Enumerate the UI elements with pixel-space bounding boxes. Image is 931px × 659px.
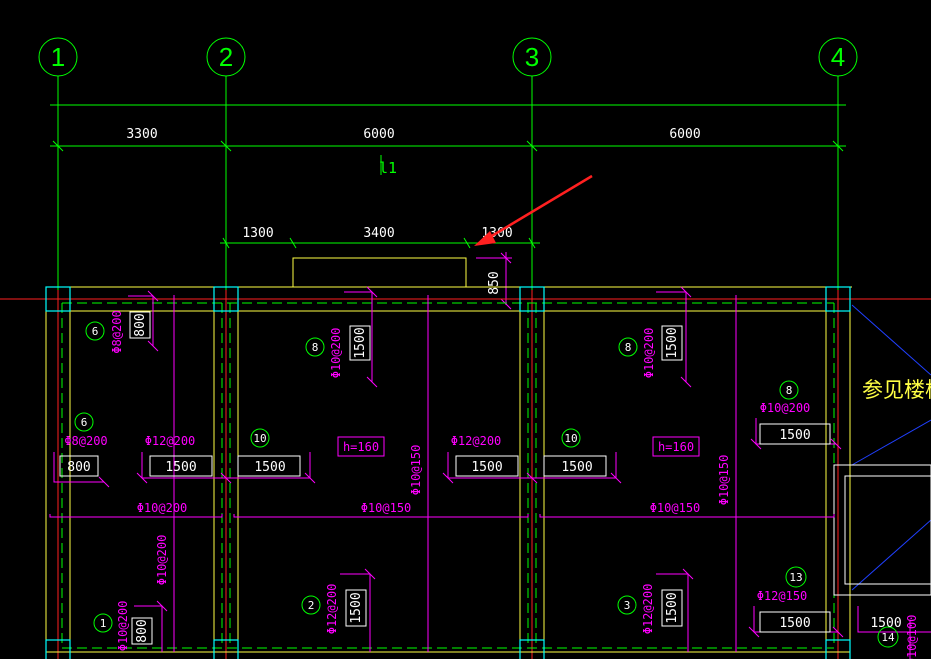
rebar-number-circles xyxy=(74,321,899,648)
length-text-boxes xyxy=(59,311,831,645)
rebar-label-b-mid: Φ10@150 xyxy=(361,501,412,515)
axis-bubble-4 xyxy=(818,37,858,77)
rebar-label-b-left: Φ10@200 xyxy=(137,501,188,515)
len-r10a: 1500 xyxy=(254,460,285,475)
rebar-num-8b: 8 xyxy=(625,341,632,354)
stair-note: 参见楼梯 xyxy=(862,378,931,402)
rebar-num-3: 3 xyxy=(624,599,631,612)
len-r6: 800 xyxy=(133,313,148,336)
dim-6000-b: 6000 xyxy=(669,127,700,142)
column-a4 xyxy=(825,286,851,312)
rebar-label-h1: h=160 xyxy=(343,440,379,454)
rebar-num-1: 1 xyxy=(100,617,107,630)
rebar-label-b-right: Φ10@150 xyxy=(650,501,701,515)
column-b1 xyxy=(45,639,71,659)
opening-height-text: 850 xyxy=(487,271,502,294)
rebar-num-14: 14 xyxy=(881,631,895,644)
opening-dim-1300-a: 1300 xyxy=(242,226,273,241)
rebar-label-r8b: Φ10@200 xyxy=(642,328,656,379)
len-r12a: 1500 xyxy=(165,460,196,475)
opening-height-dim xyxy=(476,252,512,310)
axis-label-2: 2 xyxy=(219,42,233,72)
rebar-label-v200-left: Φ10@200 xyxy=(155,535,169,586)
stair-box xyxy=(833,464,931,596)
axis-bubble-1 xyxy=(38,37,78,77)
rebar-label-r12a: Φ12@200 xyxy=(145,434,196,448)
column-a3 xyxy=(519,286,545,312)
len-r3: 1500 xyxy=(665,592,680,623)
rebar-ticks xyxy=(98,286,844,638)
rebar-label-h2: h=160 xyxy=(658,440,694,454)
rebar-label-r13: Φ12@150 xyxy=(757,589,808,603)
len-r8a: 1500 xyxy=(353,327,368,358)
axis-label-3: 3 xyxy=(525,42,539,72)
rebar-num-10a: 10 xyxy=(253,432,266,445)
rebar-label-r6b: Φ8@200 xyxy=(64,434,107,448)
len-r12b: 1500 xyxy=(471,460,502,475)
len-r1: 800 xyxy=(135,619,150,642)
rebar-label-r2: Φ12@200 xyxy=(325,584,339,635)
rebar-num-8a: 8 xyxy=(312,341,319,354)
column-b3 xyxy=(519,639,545,659)
len-r8c: 1500 xyxy=(779,428,810,443)
rebar-num-6a: 6 xyxy=(92,325,99,338)
rebar-label-r1: Φ10@200 xyxy=(116,601,130,652)
axis-grid xyxy=(38,37,858,290)
top-dimensions xyxy=(50,104,846,175)
opening-dim-3400: 3400 xyxy=(363,226,394,241)
rebar-num-2: 2 xyxy=(308,599,315,612)
axis-label-4: 4 xyxy=(831,42,845,72)
rebar-label-r8c: Φ10@200 xyxy=(760,401,811,415)
rebar-num-10b: 10 xyxy=(564,432,577,445)
columns xyxy=(45,286,851,659)
len-r8b: 1500 xyxy=(665,327,680,358)
len-r10b: 1500 xyxy=(561,460,592,475)
rebar-num-8c: 8 xyxy=(786,384,793,397)
rebar-label-r14: Φ10@100 xyxy=(905,615,919,659)
wall-lines xyxy=(0,290,931,659)
rebar-num-6b: 6 xyxy=(81,416,88,429)
opening-outline xyxy=(292,257,467,287)
axis-label-1: 1 xyxy=(51,42,65,72)
dim-3300: 3300 xyxy=(126,127,157,142)
len-r2: 1500 xyxy=(349,592,364,623)
pointer-arrow xyxy=(474,174,593,246)
axis-bubble-2 xyxy=(206,37,246,77)
rebar-label-r8a: Φ10@200 xyxy=(329,328,343,379)
column-b4 xyxy=(825,639,851,659)
rebar-num-13: 13 xyxy=(789,571,802,584)
rebar-label-v150b: Φ10@150 xyxy=(717,455,731,506)
stair-area xyxy=(851,304,931,591)
column-a2 xyxy=(213,286,239,312)
rebar-label-v150a: Φ10@150 xyxy=(409,445,423,496)
rebar-label-r6: Φ8@200 xyxy=(110,310,124,353)
dim-6000-a: 6000 xyxy=(363,127,394,142)
axis-bubble-3 xyxy=(512,37,552,77)
column-b2 xyxy=(213,639,239,659)
rebar-label-r12b: Φ12@200 xyxy=(451,434,502,448)
len-r13: 1500 xyxy=(779,616,810,631)
rebar-label-r3: Φ12@200 xyxy=(641,584,655,635)
thickness-boxes xyxy=(337,436,700,457)
grid-sub-label: l1 xyxy=(379,159,397,177)
len-r6b: 800 xyxy=(67,460,90,475)
column-a1 xyxy=(45,286,71,312)
len-r13-b: 1500 xyxy=(870,616,901,631)
